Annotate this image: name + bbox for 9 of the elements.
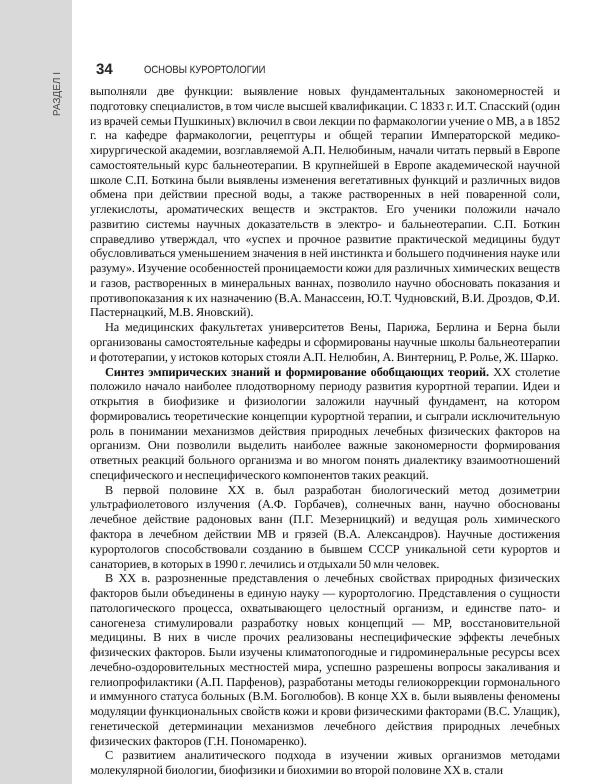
body-paragraph: В первой половине XX в. был разработан биологический метод дозиметрии ультрафиолетового излучения (А.Ф. Горбачев), солнечных ванн, научно обоснованы лечебное действие радоновых ванн (П.Г. Мезерницкий) и ведущая роль химического фактора в лечебном действии МВ и грязей (В.А. Александров). Научные достижения курортологов способствовали созданию в бывшем СССР уникальной сети курортов и санаториев, в которых в 1990 г. лечились и отдыхали 50 млн человек. — [90, 482, 560, 572]
body-paragraph: выполняли две функции: выявление новых фундаментальных закономерностей и подготовку специалистов, в том числе высшей квалификации. С 1833 г. И.Т. Спасский (один из врачей семьи Пушкиных) включил в свои лекции по фармакологии учение о МВ, а в 1852 г. на кафедре фармакологии, рецептуры и общей терапии Императорской медико-хирургической академии, возглавляемой А.П. Нелюбиным, начали читать первый в Европе самостоятельный курс бальнеотерапии. В крупнейшей в Европе академической научной школе С.П. Боткина были выявлены изменения вегетативных функций и различных видов обмена при действии пресной воды, а также растворенных в ней поваренной соли, углекислоты, ароматических веществ и экстрактов. Его ученики положили начало развитию системы научных доказательств в электро- и бальнеотерапии. С.П. Боткин справедливо утверждал, что «успех и прочное развитие практической медицины будут обусловливаться уменьшением значения в ней инстинкта и большего подчинения науке или разуму». Изучение особенностей проницаемости кожи для различных химических веществ и газов, растворенных в минеральных ваннах, позволило научно обосновать показания и противопоказания к их назначению (В.А. Манассеин, Ю.Т. Чудновский, В.И. Дроздов, Ф.И. Пастернацкий, М.В. Яновский). — [90, 84, 560, 320]
page-number: 34 — [96, 61, 113, 78]
section-tab-label: РАЗДЕЛ I — [52, 72, 63, 116]
body-paragraph: На медицинских факультетах университетов Вены, Парижа, Берлина и Берна были организованы самостоятельные кафедры и сформированы научные школы бальнеотерапии и фототерапии, у истоков которых стояли А.П. Нелюбин, А. Винтерниц, Р. Ролье, Ж. Шарко. — [90, 320, 560, 365]
running-head: ОСНОВЫ КУРОРТОЛОГИИ — [144, 64, 266, 76]
body-paragraph: В XX в. разрозненные представления о лечебных свойствах природных физических факторов были объединены в единую науку — курортологию. Представления о сущности патологического процесса, охватывающего целостный организм, и единстве пато- и саногенеза стимулировали разработку новых концепций — МР, восстановительной медицины. В них в числе прочих реализованы неспецифические эффекты лечебных физических факторов. Были изучены климатопогодные и гидроминеральные ресурсы всех лечебно-оздоровительных местностей мира, успешно разрешены вопросы закаливания и гелиопрофилактики (А.П. Парфенов), разработаны методы гелиокоррекции гормонального и иммунного статуса больных (В.М. Боголюбов). В конце XX в. были выявлены феномены модуляции функциональных свойств кожи и крови физическими факторами (В.С. Улащик), генетической детерминации механизмов лечебного действия природных лечебных физических факторов (Г.Н. Пономаренко). — [90, 571, 560, 748]
body-paragraph: Синтез эмпирических знаний и формирование обобщающих теорий. XX столетие положило начало наиболее плодотворному периоду развития курортной терапии. Идеи и открытия в биофизике и физиологии заложили научный фундамент, на котором формировались теоретические концепции курортной терапии, и сыграли исключительную роль в понимании механизмов действия природных лечебных физических факторов на организм. Они позволили выделить наиболее важные закономерности формирования ответных реакций больного организма и во многом понять диалектику взаимоотношений специфического и неспецифического компонентов таких реакций. — [90, 364, 560, 483]
body-paragraph: С развитием аналитического подхода в изучении живых организмов методами молекулярной биологии, биофизики и биохимии во второй половине XX в. стали — [90, 748, 560, 778]
